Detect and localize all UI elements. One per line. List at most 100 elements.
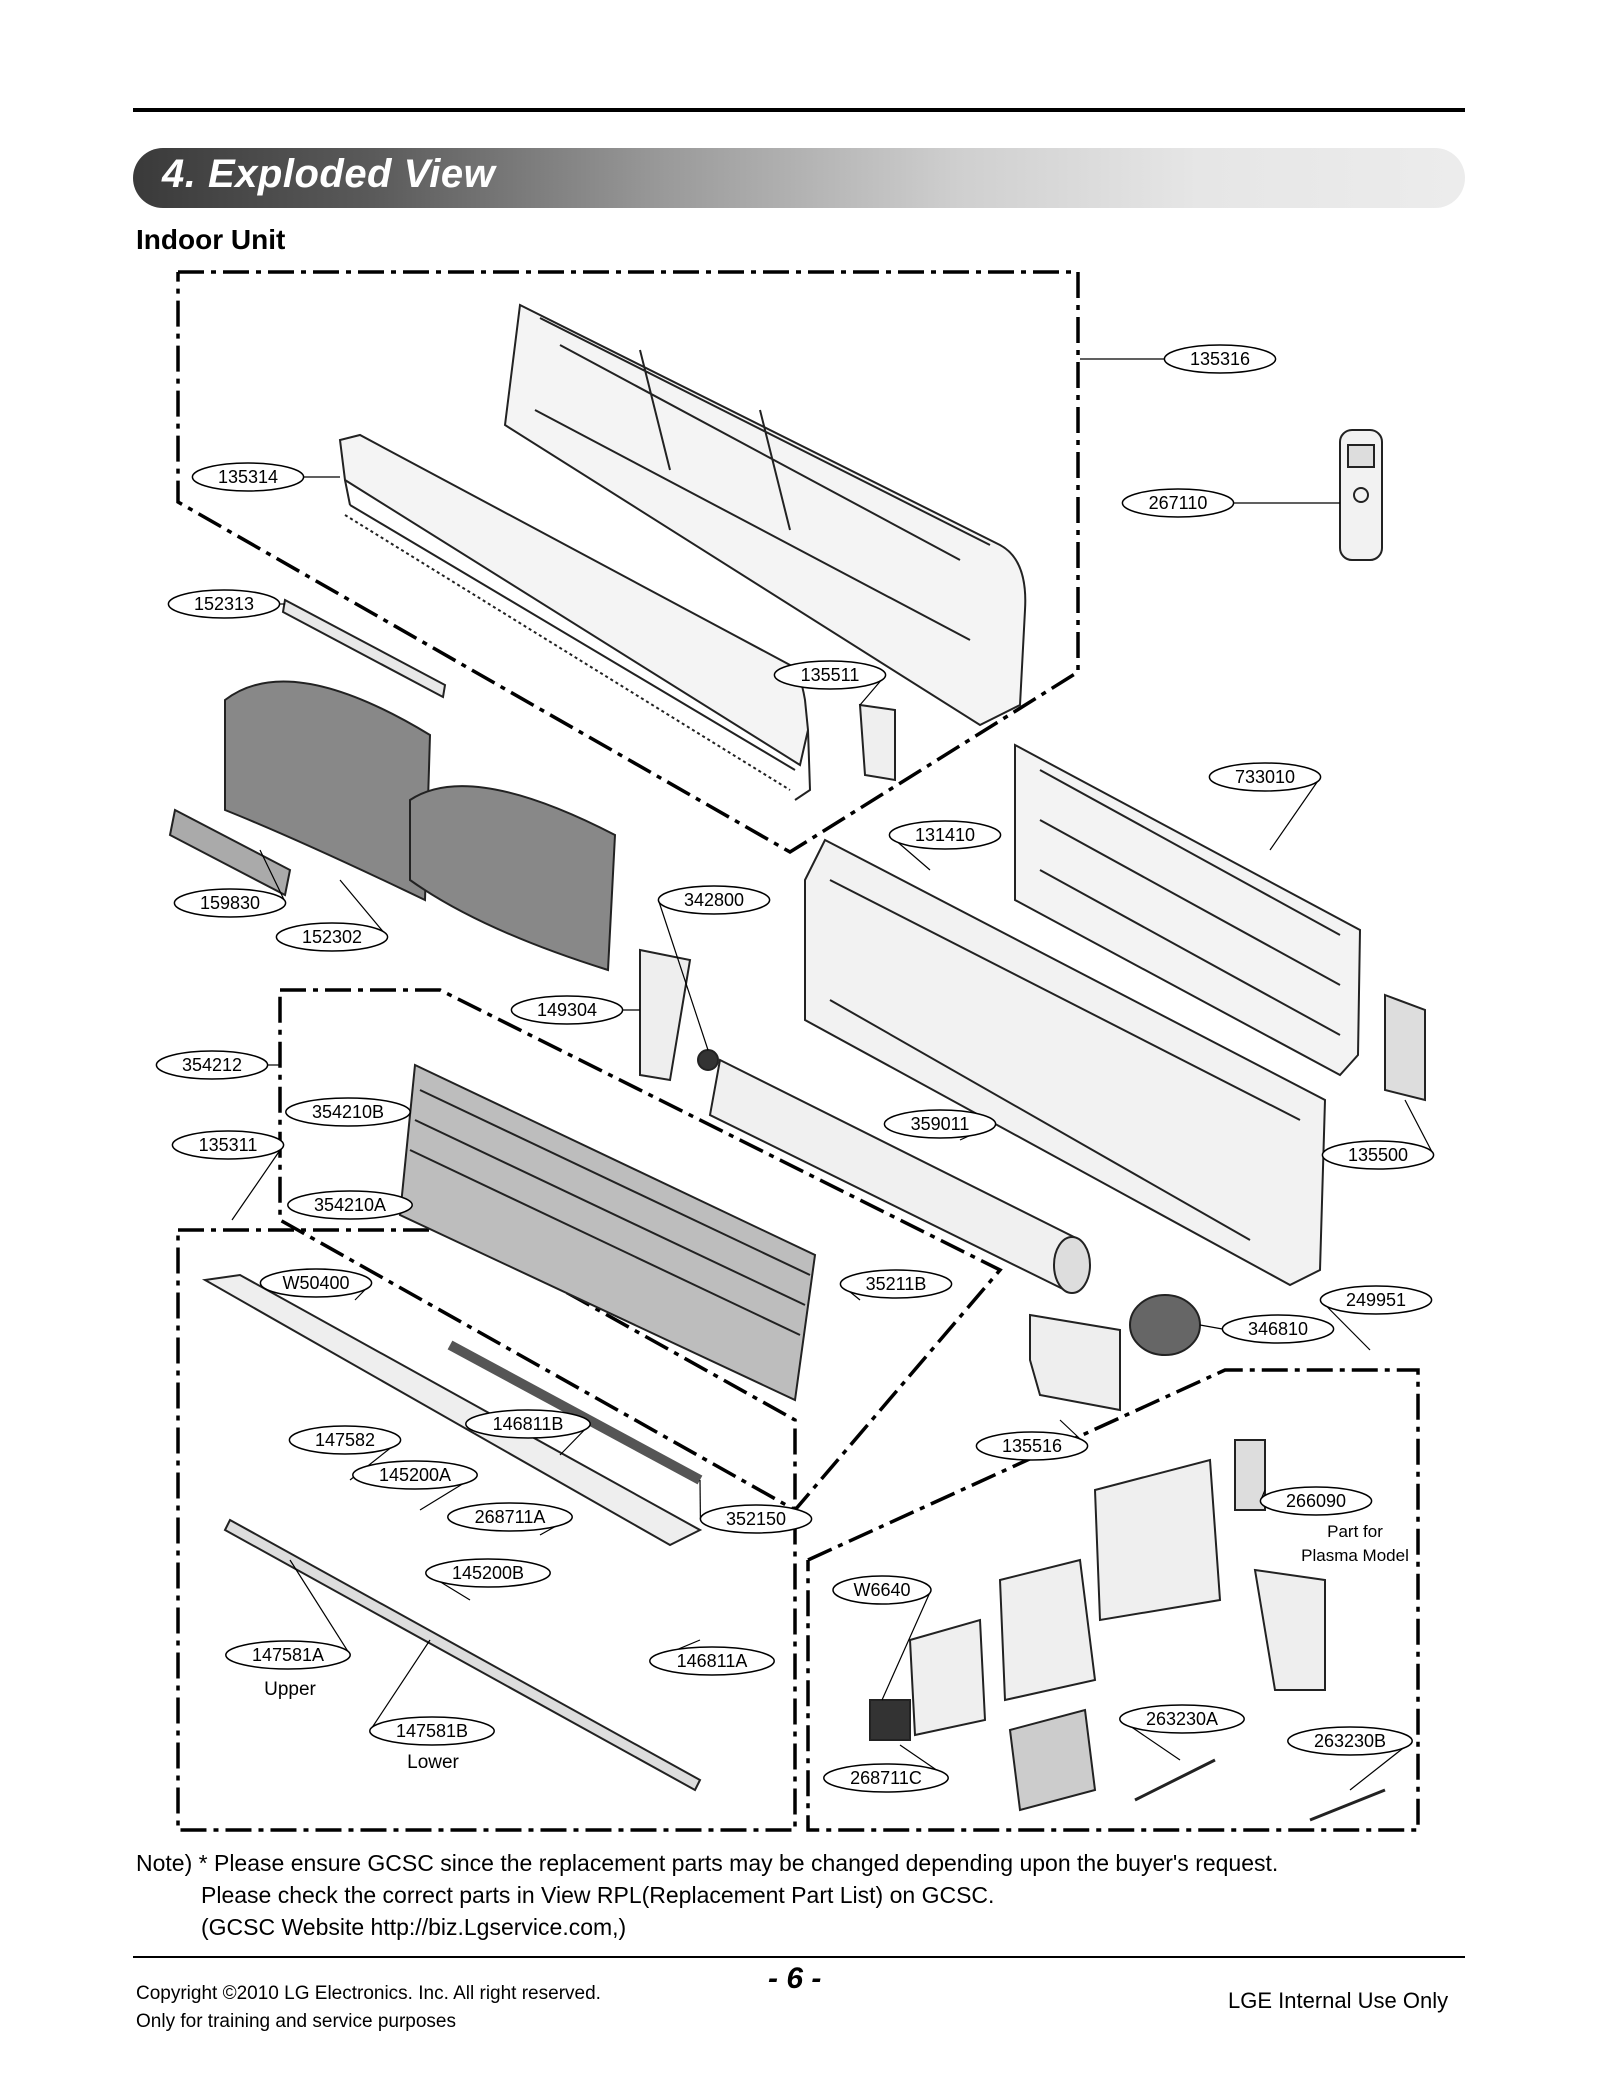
note-line-3: (GCSC Website http://biz.Lgservice.com,) <box>201 1914 627 1940</box>
bearing-shape <box>697 1049 719 1071</box>
part-number: 135500 <box>1348 1145 1408 1165</box>
bottom-rule <box>133 1956 1465 1958</box>
callout-ellipse <box>975 1431 1089 1461</box>
part-callout: 147581B <box>369 1716 495 1746</box>
leader-line <box>1319 1299 1371 1351</box>
part-number: 135516 <box>1002 1436 1062 1456</box>
note-line-1: Note) * Please ensure GCSC since the rep… <box>136 1850 1279 1876</box>
part-number: 135314 <box>218 467 278 487</box>
control-box-boundary <box>806 1368 1420 1832</box>
callout-ellipse <box>1221 1314 1335 1344</box>
part-number: 263230A <box>1146 1709 1218 1729</box>
plasma-unit-shape <box>1234 1439 1266 1511</box>
page-number: - 6 - <box>768 1962 822 1995</box>
part-callout: 354210A <box>287 1190 413 1220</box>
callout-ellipse <box>832 1575 932 1605</box>
part-number: 354210A <box>314 1195 386 1215</box>
part-callout: 135511 <box>773 660 887 690</box>
part-number: 146811B <box>493 1414 564 1434</box>
part-number: 145200A <box>379 1465 451 1485</box>
remote-control-shape <box>1339 429 1383 561</box>
part-callout: 354210B <box>285 1097 411 1127</box>
callout-ellipse <box>191 462 305 492</box>
leader-line <box>657 899 709 1051</box>
part-number: 145200B <box>452 1563 524 1583</box>
part-callout: 145200A <box>352 1460 478 1490</box>
leader-line <box>289 1559 351 1656</box>
part-callout: 147582 <box>288 1425 402 1455</box>
callout-ellipse <box>883 1109 997 1139</box>
purpose-text: Only for training and service purposes <box>136 2011 456 2032</box>
side-bracket-shape <box>1384 993 1426 1102</box>
part-callout: 146811B <box>465 1409 591 1439</box>
small-filter-shape <box>168 808 292 897</box>
sensor-b-shape <box>1309 1788 1386 1822</box>
leader-line <box>369 1639 431 1732</box>
part-number: 268711A <box>475 1507 546 1527</box>
callout-ellipse <box>171 1130 285 1160</box>
copyright-block: Copyright ©2010 LG Electronics. Inc. All… <box>136 1980 601 2036</box>
part-number: 147582 <box>315 1430 375 1450</box>
callout-ellipse <box>1163 344 1277 374</box>
part-number: 146811A <box>677 1651 748 1671</box>
part-number: 342800 <box>684 890 744 910</box>
part-number: 268711C <box>850 1768 922 1788</box>
part-callout: 266090 <box>1259 1486 1373 1516</box>
pcb-shape <box>1008 1708 1097 1812</box>
leader-line <box>339 879 389 938</box>
part-callout: 263230A <box>1119 1704 1245 1734</box>
callout-ellipse <box>225 1640 351 1670</box>
callout-ellipse <box>839 1269 953 1299</box>
part-callout: 131410 <box>888 820 1002 850</box>
internal-use-label: LGE Internal Use Only <box>1228 1988 1449 2013</box>
part-callout: 135516 <box>975 1431 1089 1461</box>
part-shapes <box>168 303 1426 1822</box>
part-number: W6640 <box>853 1580 910 1600</box>
part-callout: 352150 <box>699 1504 813 1534</box>
callout-ellipse <box>1287 1726 1413 1756</box>
callout-ellipse <box>275 922 389 952</box>
part-number: 135311 <box>199 1135 258 1155</box>
part-callout: 263230B <box>1287 1726 1413 1756</box>
part-number: 147581A <box>252 1645 324 1665</box>
callout-ellipse <box>888 820 1002 850</box>
leader-line <box>881 1589 932 1701</box>
copyright-text: Copyright ©2010 LG Electronics. Inc. All… <box>136 1983 601 2004</box>
part-number: 135511 <box>801 665 860 685</box>
drain-pan-shape <box>201 1273 703 1547</box>
leader-line <box>1404 1099 1435 1156</box>
part-callout: 267110 <box>1121 488 1235 518</box>
part-callouts: 1353161353142671101523131355117330101314… <box>155 344 1435 1793</box>
part-number: 346810 <box>1248 1319 1308 1339</box>
caption-plasma-2: Plasma Model <box>1301 1546 1409 1565</box>
part-callout: 135314 <box>191 462 305 492</box>
callout-ellipse <box>173 888 287 918</box>
part-callout: 342800 <box>657 885 771 915</box>
callout-ellipse <box>1259 1486 1373 1516</box>
callout-ellipse <box>465 1409 591 1439</box>
part-number: 147581B <box>396 1721 468 1741</box>
group-boundaries <box>176 270 1420 1832</box>
part-number: 152302 <box>302 927 362 947</box>
fan-motor-shape <box>1129 1294 1201 1356</box>
cross-flow-fan-shape <box>708 1058 1091 1294</box>
part-callout: 135311 <box>171 1130 285 1160</box>
evaporator-boundary <box>278 988 1003 1513</box>
callout-ellipse <box>699 1504 813 1534</box>
part-number: 354212 <box>182 1055 242 1075</box>
part-number: 266090 <box>1286 1491 1346 1511</box>
callout-ellipse <box>259 1268 373 1298</box>
callout-ellipse <box>657 885 771 915</box>
leader-line <box>1199 1324 1223 1330</box>
part-callout: 159830 <box>173 888 287 918</box>
part-number: 131410 <box>915 825 975 845</box>
filter-strip-shape <box>281 598 447 699</box>
motor-bracket-shape <box>639 948 692 1082</box>
part-number: 352150 <box>726 1509 786 1529</box>
part-callout: 354212 <box>155 1050 269 1080</box>
diagram-subtitle: Indoor Unit <box>136 224 286 255</box>
part-number: 354210B <box>312 1102 384 1122</box>
part-callout: 147581A <box>225 1640 351 1670</box>
chassis-shape <box>804 838 1327 1287</box>
chassis-cover-shape <box>503 303 1027 727</box>
